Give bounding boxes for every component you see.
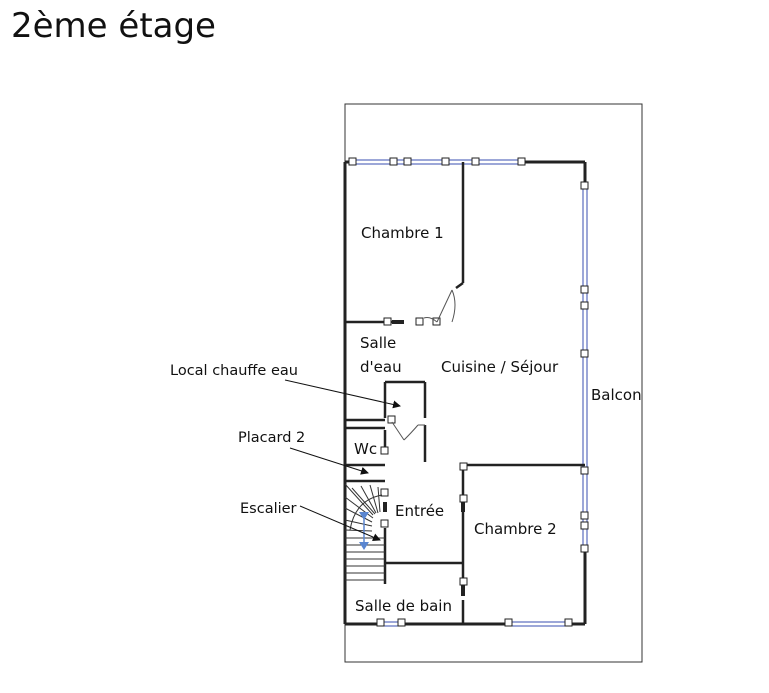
door-swings bbox=[391, 289, 456, 441]
room-label-cuisine-sejour: Cuisine / Séjour bbox=[441, 358, 559, 376]
page-title: 2ème étage bbox=[11, 6, 216, 46]
staircase bbox=[344, 483, 385, 581]
exterior-walls bbox=[343, 160, 587, 626]
room-label-chambre2: Chambre 2 bbox=[474, 520, 557, 538]
door-frames bbox=[380, 317, 468, 586]
window-frames bbox=[348, 157, 589, 627]
leader-placard-2 bbox=[289, 447, 369, 475]
room-label-entree: Entrée bbox=[395, 502, 444, 520]
interior-walls bbox=[345, 162, 585, 624]
room-label-chambre1: Chambre 1 bbox=[361, 224, 444, 242]
stair-direction-arrow bbox=[359, 512, 369, 550]
room-label-salle-de-bain: Salle de bain bbox=[355, 597, 452, 615]
leader-local-chauffe-eau bbox=[284, 379, 401, 409]
callout-escalier: Escalier bbox=[240, 501, 297, 517]
room-label-wc: Wc bbox=[354, 440, 377, 458]
callout-placard-2: Placard 2 bbox=[238, 430, 305, 446]
label-balcon: Balcon bbox=[591, 386, 642, 404]
callout-local-chauffe-eau: Local chauffe eau bbox=[170, 363, 298, 379]
leader-escalier bbox=[299, 505, 381, 541]
room-label-salle-eau-line1: Salle bbox=[360, 334, 396, 352]
room-label-salle-eau-line2: d'eau bbox=[360, 358, 402, 376]
